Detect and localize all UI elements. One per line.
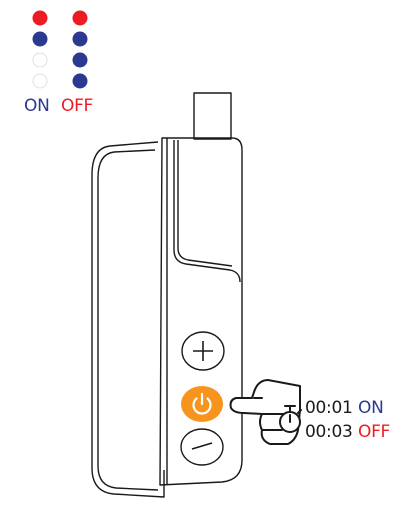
panel-groove bbox=[173, 140, 241, 283]
power-icon bbox=[192, 392, 212, 415]
volume-up-button[interactable] bbox=[181, 331, 225, 371]
earcup-shell bbox=[91, 141, 165, 498]
device-outline bbox=[91, 92, 243, 498]
led-legend bbox=[32, 10, 88, 89]
power-button[interactable] bbox=[181, 386, 223, 422]
minus-icon bbox=[191, 442, 213, 450]
led-dot-off-3 bbox=[72, 52, 88, 68]
led-dot-on-2 bbox=[32, 31, 48, 47]
led-dot-on-1 bbox=[32, 10, 48, 26]
volume-down-button[interactable] bbox=[180, 428, 224, 466]
plus-icon bbox=[193, 341, 213, 361]
led-dot-off-1 bbox=[72, 10, 88, 26]
cable-connector bbox=[193, 92, 232, 140]
on-time: 00:01 bbox=[305, 398, 353, 418]
led-dot-off-2 bbox=[72, 31, 88, 47]
led-dot-off-4 bbox=[72, 73, 88, 89]
earcup-inner bbox=[97, 149, 159, 491]
off-time: 00:03 bbox=[305, 422, 353, 442]
on-state: ON bbox=[358, 398, 384, 418]
control-panel bbox=[159, 137, 243, 486]
legend-on-label: ON bbox=[24, 96, 50, 116]
off-state: OFF bbox=[358, 422, 391, 442]
legend-off-label: OFF bbox=[61, 96, 94, 116]
stopwatch-icon bbox=[279, 405, 302, 433]
led-dot-on-4 bbox=[32, 73, 48, 89]
minus-button-outline[interactable] bbox=[180, 428, 224, 466]
panel-groove-inner bbox=[177, 140, 233, 267]
led-dot-on-3 bbox=[32, 52, 48, 68]
